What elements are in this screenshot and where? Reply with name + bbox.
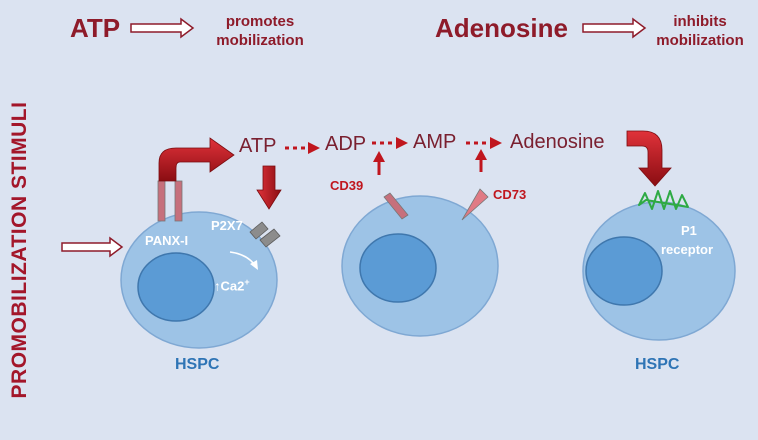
dotted-arrow-amp-adenosine	[466, 137, 502, 149]
cell-middle	[341, 195, 499, 337]
calcium-influx-arrow	[229, 251, 258, 270]
cell-hspc-right	[582, 201, 736, 341]
cell-hspc-left	[120, 211, 278, 349]
header-adenosine-effect: inhibits mobilization	[656, 13, 744, 49]
p2x7-receptor	[249, 221, 281, 248]
calcium-charge: +	[244, 277, 250, 287]
cd39-arrow	[373, 151, 385, 175]
atp-to-p2x7-arrow	[256, 165, 282, 210]
hspc-label-right: HSPC	[635, 356, 680, 373]
header-atp-title: ATP	[70, 13, 121, 43]
nucleus-middle	[359, 233, 437, 303]
header-adenosine-title: Adenosine	[435, 13, 568, 43]
header-arrow-atp	[130, 17, 195, 39]
adenosine-to-p1-arrow	[626, 130, 672, 187]
stimuli-arrow	[61, 236, 124, 258]
cd73-label: CD73	[493, 187, 527, 202]
atp-release-arrow	[158, 137, 235, 182]
dotted-arrow-adp-amp	[372, 137, 408, 149]
header-arrow-adenosine	[582, 17, 647, 39]
diagram-canvas: ATP promotes mobilization Adenosine inhi…	[8, 13, 744, 399]
p2x7-label: P2X7	[211, 218, 243, 233]
chain-amp: AMP	[413, 131, 457, 153]
dotted-arrow-atp-adp	[285, 142, 320, 154]
nucleus-left	[137, 252, 215, 322]
hspc-label-left: HSPC	[175, 356, 220, 373]
calcium-up-arrow: ↑	[214, 278, 221, 294]
panx-channel	[157, 180, 183, 222]
receptor-label: receptor	[661, 242, 714, 257]
chain-adp: ADP	[325, 133, 367, 155]
promobilization-stimuli-label: PROMOBILIZATION STIMULI	[8, 101, 31, 399]
cd73-enzyme	[461, 188, 489, 221]
cd39-enzyme	[383, 192, 409, 220]
p1-receptor	[638, 190, 689, 210]
diagram-graphics	[61, 17, 736, 349]
header-atp-effect: promotes mobilization	[216, 13, 304, 49]
cd39-label: CD39	[330, 178, 364, 193]
cd73-arrow	[475, 149, 487, 172]
chain-adenosine: Adenosine	[510, 131, 605, 153]
calcium-text: Ca2	[220, 278, 245, 294]
nucleus-right	[585, 236, 663, 306]
chain-atp: ATP	[239, 135, 277, 157]
p1-label: P1	[681, 223, 697, 238]
calcium-label: ↑Ca2+	[214, 277, 250, 293]
panx-label: PANX-I	[145, 233, 189, 248]
